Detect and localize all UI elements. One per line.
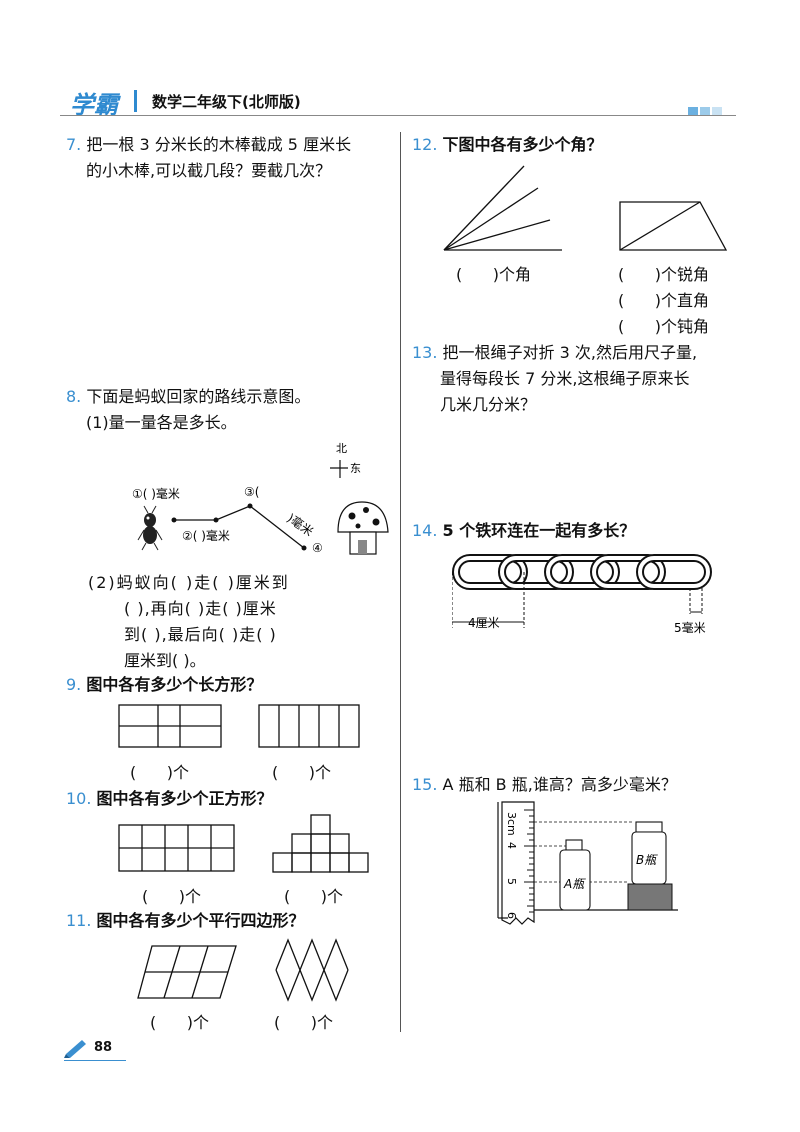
- segment-3b-label: )毫米: [284, 510, 316, 539]
- answer-blank[interactable]: ( )个锐角: [618, 265, 710, 284]
- column-divider: [400, 132, 401, 1032]
- question-text: 几米几分米？: [440, 395, 537, 414]
- question-text: A 瓶和 B 瓶,谁高？高多少毫米？: [442, 775, 677, 794]
- sub-question-line: (2)蚂蚁向( )走( )厘米到: [88, 573, 290, 592]
- question-number: 12.: [412, 135, 438, 154]
- segment-1-label: ①( )毫米: [132, 486, 180, 501]
- ant-icon: [137, 505, 163, 551]
- question-text: 把一根绳子对折 3 次,然后用尺子量,: [442, 343, 698, 362]
- answer-blank[interactable]: ( )个: [142, 887, 202, 906]
- answer-blank[interactable]: ( )个: [284, 887, 344, 906]
- ant-route-diagram: 北 东 ①( )毫米 ②( )毫米 ③( )毫米 ④: [132, 442, 389, 555]
- bottle-b-icon: [631, 821, 667, 885]
- bottle-a-label: A瓶: [563, 877, 586, 891]
- question-number: 15.: [412, 775, 438, 794]
- bottle-a-icon: [559, 839, 591, 911]
- question-text: 把一根 3 分米长的木棒截成 5 厘米长: [86, 135, 352, 154]
- angles-figure: [443, 165, 562, 251]
- question-text: 量得每段长 7 分米,这根绳子原来长: [440, 369, 690, 388]
- question-number: 11.: [66, 911, 92, 930]
- logo: 学霸: [70, 91, 118, 119]
- parallelograms-figure-1: [137, 945, 237, 999]
- ruler-label-5: 5: [505, 878, 518, 885]
- answer-blank[interactable]: ( )个: [130, 763, 190, 782]
- squares-figure-1: [118, 824, 235, 872]
- parallelograms-figure-2: [275, 938, 349, 1002]
- rectangles-figure-2: [258, 704, 360, 748]
- question-8-part-2: (2)蚂蚁向( )走( )厘米到 ( ),再向( )走( )厘米 到( ),最后…: [88, 570, 398, 674]
- iron-rings-figure: 4厘米 5毫米: [452, 554, 712, 635]
- pencil-icon: [64, 1040, 86, 1058]
- question-11: 11. 图中各有多少个平行四边形？: [66, 908, 305, 934]
- question-text: 的小木棒,可以截几段？要截几次？: [86, 161, 332, 180]
- question-text: 图中各有多少个长方形？: [86, 675, 263, 694]
- compass-north: 北: [336, 442, 347, 455]
- question-13: 13. 把一根绳子对折 3 次,然后用尺子量, 量得每段长 7 分米,这根绳子原…: [412, 340, 742, 418]
- question-number: 8.: [66, 387, 82, 406]
- ruler-label-6: 6: [505, 912, 518, 919]
- sub-question-line: 到( ),最后向( )走( ): [124, 625, 277, 644]
- sub-question-line: ( ),再向( )走( )厘米: [124, 599, 277, 618]
- segment-4-label: ④: [312, 541, 323, 555]
- trapezoid-figure: [619, 201, 728, 251]
- header-squares-icon: [688, 100, 722, 119]
- mushroom-house-icon: [337, 501, 389, 555]
- bottle-b-label: B瓶: [636, 853, 658, 867]
- squares-figure-2: [272, 814, 369, 873]
- question-8: 8. 下面是蚂蚁回家的路线示意图。 (1)量一量各是多长。: [66, 384, 396, 436]
- question-7: 7. 把一根 3 分米长的木棒截成 5 厘米长 的小木棒,可以截几段？要截几次？: [66, 132, 396, 184]
- bottles-ruler-figure: 3cm 4 5 6 A瓶 B瓶: [497, 801, 678, 925]
- sub-question-line: 厘米到( )。: [124, 651, 206, 670]
- sub-question: (1)量一量各是多长。: [86, 413, 237, 432]
- book-title: 数学二年级下(北师版): [152, 93, 301, 111]
- ruler-label-4: 4: [505, 842, 518, 849]
- compass-east: 东: [350, 462, 361, 475]
- ring-width-label: 4厘米: [468, 616, 500, 630]
- segment-2-label: ②( )毫米: [182, 528, 230, 543]
- question-number: 10.: [66, 789, 92, 808]
- question-text: 下图中各有多少个角？: [442, 135, 603, 154]
- question-15: 15. A 瓶和 B 瓶,谁高？高多少毫米？: [412, 772, 677, 798]
- question-number: 9.: [66, 675, 82, 694]
- question-14: 14. 5 个铁环连在一起有多长？: [412, 518, 635, 544]
- question-text: 下面是蚂蚁回家的路线示意图。: [86, 387, 311, 406]
- page-number: 88: [94, 1040, 113, 1055]
- segment-3-label: ③(: [244, 485, 259, 499]
- question-number: 13.: [412, 343, 438, 362]
- footer-rule: [64, 1060, 126, 1061]
- question-text: 图中各有多少个正方形？: [96, 789, 273, 808]
- question-10: 10. 图中各有多少个正方形？: [66, 786, 273, 812]
- answer-blank[interactable]: ( )个钝角: [618, 317, 710, 336]
- ruler-label-3cm: 3cm: [505, 812, 518, 836]
- question-text: 图中各有多少个平行四边形？: [96, 911, 305, 930]
- answer-blank[interactable]: ( )个: [274, 1013, 334, 1032]
- question-9: 9. 图中各有多少个长方形？: [66, 672, 262, 698]
- rectangles-figure-1: [118, 704, 222, 748]
- ring-thickness-label: 5毫米: [674, 620, 706, 635]
- header-rule: [60, 115, 736, 116]
- question-number: 14.: [412, 521, 438, 540]
- answer-blank[interactable]: ( )个: [272, 763, 332, 782]
- question-text: 5 个铁环连在一起有多长？: [442, 521, 636, 540]
- answer-blank[interactable]: ( )个: [150, 1013, 210, 1032]
- answer-blank[interactable]: ( )个角: [456, 265, 532, 284]
- answer-blank[interactable]: ( )个直角: [618, 291, 710, 310]
- header: 学霸 数学二年级下(北师版): [60, 82, 736, 119]
- logo-bar-icon: [134, 90, 137, 112]
- question-12: 12. 下图中各有多少个角？: [412, 132, 603, 158]
- question-number: 7.: [66, 135, 82, 154]
